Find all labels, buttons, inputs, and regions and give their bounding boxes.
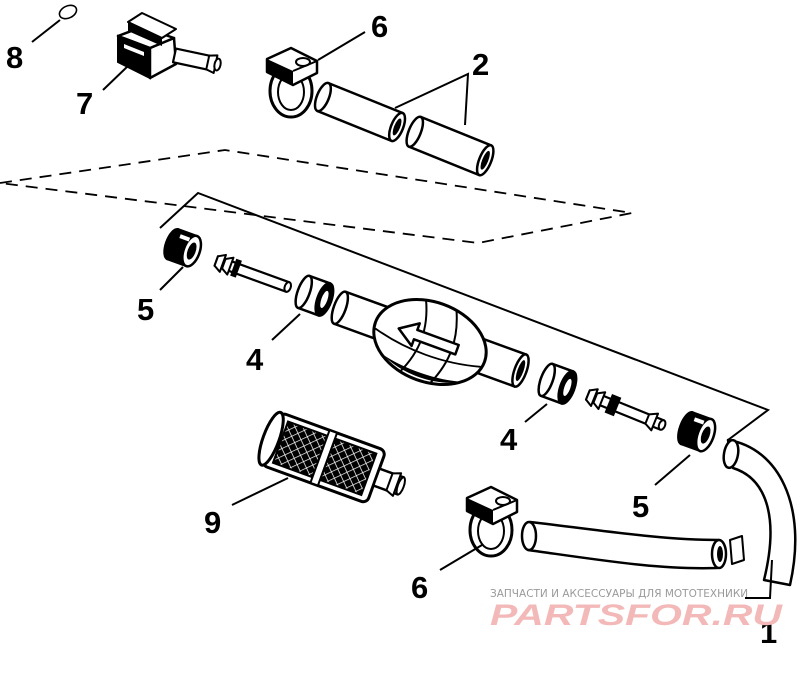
connector-lever-top [127,12,177,39]
ring-back [163,227,183,261]
callout-part-5-right: 5 [632,489,649,524]
nozzle-tip [213,57,222,72]
callout-part-1: 1 [760,615,777,650]
connector-lever-side [128,22,162,46]
leader-line-part-1 [745,559,773,599]
hose-clamp-part-6-top [265,46,319,119]
fitting-end [657,419,667,431]
nozzle-barb [205,54,219,74]
leader-line-part-9 [231,477,289,506]
collar-part-4-right [537,362,578,405]
fitting-barb-1 [213,253,227,273]
fitting-barb-2 [592,391,607,410]
hose-left-end [313,81,333,113]
collar-back [294,274,314,310]
dashed-group-outline [0,149,633,244]
hose-bore [392,118,402,136]
outlet-tube-bore [515,360,526,381]
fitting-flange [230,258,242,278]
fuel-hose-part-1 [520,438,797,587]
filter-nozzle-barb [385,472,403,497]
clamp-ear-shadow [267,59,293,85]
leader-line-part-5-left [159,266,184,291]
fitting-barb-1 [585,388,599,407]
primer-bulb [330,290,530,388]
connector-nozzle [171,47,222,74]
bulb-shadow [382,354,464,383]
callout-part-5-left: 5 [137,292,154,327]
leader-line-part-4-left [271,313,301,341]
callout-part-4-left: 4 [246,342,264,377]
leader-line-part-7 [102,65,129,91]
nozzle-tube [171,47,213,71]
fuel-connector-part-7 [116,12,222,80]
hose-bore [480,150,490,170]
filter-center-band [309,429,339,487]
collar-part-4-left [294,274,335,317]
collar-bore [563,378,572,396]
hose-clamp-part-6-bottom [465,485,519,558]
leader-line-part-5-right [654,454,691,486]
o-ring-part-8 [58,4,78,20]
ring-back [677,411,697,446]
assembly-bracket-line-part-3 [159,191,771,441]
fitting-barb-3 [644,412,660,432]
callout-part-2: 2 [472,47,489,82]
hose-left-end [405,115,425,149]
leader-line-part-6-top [317,31,366,61]
watermark: ЗАПЧАСТИ И АКСЕССУАРЫ ДЛЯ МОТОТЕХНИКИ PA… [490,588,784,632]
callout-part-9: 9 [204,505,221,540]
clamp-ear-edge [292,60,318,72]
ring-highlight [693,417,705,425]
ring-highlight [179,234,191,242]
primer-bulb-body [372,297,488,387]
filter-end-cap [257,410,285,467]
callout-part-4-right: 4 [500,422,518,457]
callout-part-8: 8 [6,40,23,75]
watermark-tagline: ЗАПЧАСТИ И АКСЕССУАРЫ ДЛЯ МОТОТЕХНИКИ [490,588,748,600]
hose-segment-part-2-b [405,115,495,177]
callout-part-6-bottom: 6 [411,570,428,605]
fuel-filter-part-9 [257,410,406,504]
clamp-ear-shadow [467,498,493,524]
hose-joint [729,535,745,565]
leader-line-part-8 [31,19,61,43]
bulb-seam [374,327,481,368]
hose-segment-part-2-a [313,81,407,143]
clamp-ring-part-5-left [163,227,203,268]
collar-back [537,362,557,398]
inlet-tube-end [330,290,350,326]
callout-part-6-top: 6 [371,9,388,44]
fitting-end [283,281,293,293]
filter-nozzle-tip [395,476,406,496]
clamp-ear-edge [492,499,518,511]
curved-hose-top-end [722,438,740,470]
straight-hose-body [526,520,721,570]
connector-face-highlight [124,44,144,56]
straight-hose-bore [717,546,723,562]
flow-direction-arrow-icon [397,322,460,356]
leader-line-part-2 [394,72,470,126]
collar-bore [320,290,329,308]
ring-bore [186,242,197,260]
barbed-fitting-left [213,253,293,293]
leader-line-part-6-bottom [439,544,483,571]
o-ring-outline [58,4,78,20]
curved-hose-body [726,438,797,587]
fitting-barb-2 [221,256,235,276]
clamp-ring-part-5-right [677,410,717,453]
barbed-fitting-right [584,388,667,432]
leader-line-part-4-right [524,403,548,423]
callout-part-7: 7 [76,86,93,121]
watermark-logo: PARTSFOR.RU [490,599,784,632]
fitting-hex [604,393,622,417]
straight-hose-left-end [520,520,538,552]
ring-bore [700,426,711,444]
